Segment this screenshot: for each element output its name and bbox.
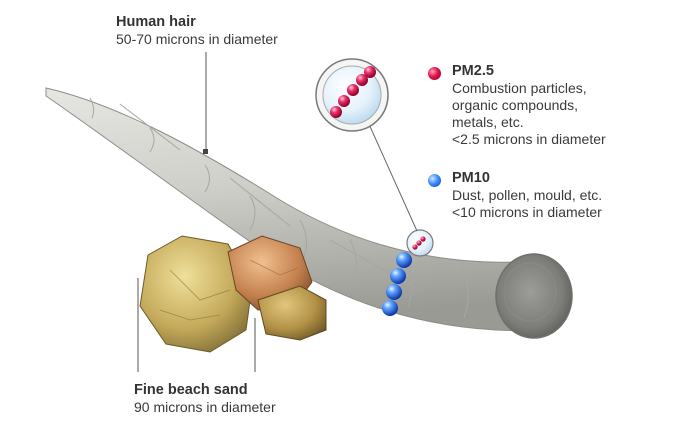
pm25-particle <box>356 74 368 86</box>
pm25-line-4: <2.5 microns in diameter <box>452 131 606 147</box>
pm10-legend-dot <box>428 174 441 187</box>
pm25-magnifier <box>315 58 389 132</box>
pm10-particle <box>396 252 412 268</box>
hair-cross-section <box>495 253 573 339</box>
pm25-marker <box>406 229 434 257</box>
pm25-particle <box>338 95 350 107</box>
hair-desc: 50-70 microns in diameter <box>116 31 278 47</box>
pm25-legend-dot <box>428 67 441 80</box>
sand-label: Fine beach sand 90 microns in diameter <box>134 382 276 416</box>
pm25-legend: PM2.5 Combustion particles, organic comp… <box>452 63 606 148</box>
pm10-particle-chain <box>382 252 412 316</box>
sand-grain-small <box>257 285 327 341</box>
sand-desc: 90 microns in diameter <box>134 399 276 415</box>
sand-title: Fine beach sand <box>134 382 248 398</box>
pm10-title: PM10 <box>452 170 490 186</box>
hair-scale-lines <box>89 97 469 319</box>
pm10-particle <box>382 300 398 316</box>
pm10-legend: PM10 Dust, pollen, mould, etc. <10 micro… <box>452 170 602 221</box>
hair-title: Human hair <box>116 14 196 30</box>
pm25-line-2: organic compounds, <box>452 97 579 113</box>
pm25-particle <box>347 84 359 96</box>
pm25-particle <box>364 66 376 78</box>
pm10-line-2: <10 microns in diameter <box>452 204 602 220</box>
hair-label: Human hair 50-70 microns in diameter <box>116 14 278 48</box>
pm10-line-1: Dust, pollen, mould, etc. <box>452 187 603 203</box>
sand-grains <box>139 235 327 353</box>
pm25-line-3: metals, etc. <box>452 114 524 130</box>
pm10-particle <box>386 284 402 300</box>
pm25-line-1: Combustion particles, <box>452 80 587 96</box>
pm10-particle <box>390 268 406 284</box>
pm25-particle <box>330 106 342 118</box>
magnifier-connector <box>367 121 418 232</box>
sand-grain-large <box>139 235 253 353</box>
pm25-title: PM2.5 <box>452 63 494 79</box>
